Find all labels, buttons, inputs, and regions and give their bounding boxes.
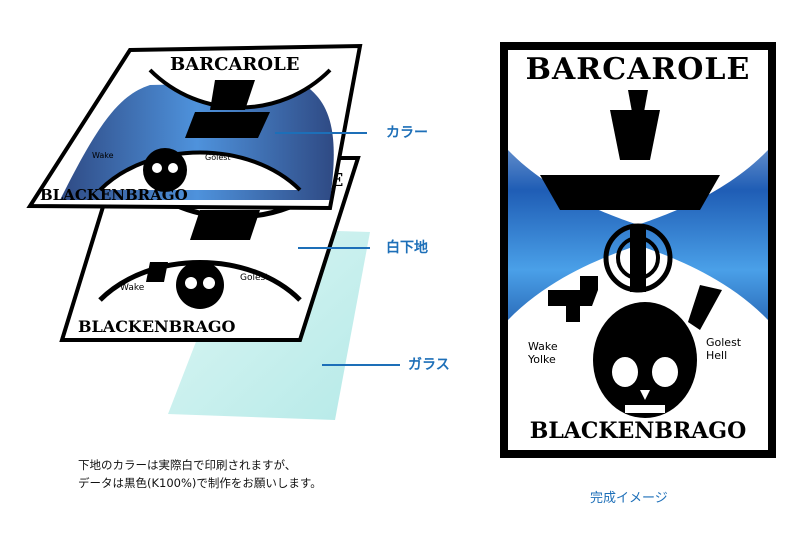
note-line-1: 下地のカラーは実際白で印刷されますが、 (78, 458, 297, 472)
final-left-script: Wake Yolke (528, 340, 558, 366)
svg-text:BLACKENBRAGO: BLACKENBRAGO (78, 317, 236, 336)
white-base-leader-line (298, 247, 370, 249)
glass-layer-label: ガラス (408, 357, 450, 373)
data-instruction-note: 下地のカラーは実際白で印刷されますが、 データは黒色(K100%)で制作をお願い… (78, 456, 322, 492)
svg-text:BARCAROLE: BARCAROLE (170, 54, 299, 75)
final-right-script: Golest Hell (706, 336, 742, 362)
final-bottom-text: BLACKENBRAGO (529, 418, 747, 444)
note-line-2: データは黒色(K100%)で制作をお願いします。 (78, 476, 322, 490)
color-leader-line (275, 132, 367, 134)
final-top-text: BARCAROLE (525, 52, 751, 87)
svg-text:BLACKENBRAGO: BLACKENBRAGO (40, 186, 188, 204)
svg-text:Golest: Golest (205, 153, 231, 162)
svg-text:Wake: Wake (92, 151, 114, 160)
svg-text:Wake: Wake (120, 283, 145, 293)
color-layer: BARCAROLE Wake Golest BLACKENBRAGO (26, 43, 363, 211)
color-layer-label: カラー (386, 125, 428, 141)
final-image-caption: 完成イメージ (590, 491, 668, 506)
white-base-layer-label: 白下地 (386, 240, 428, 256)
final-image-card (500, 42, 776, 458)
glass-leader-line (322, 364, 400, 366)
svg-text:Golest: Golest (240, 273, 269, 283)
